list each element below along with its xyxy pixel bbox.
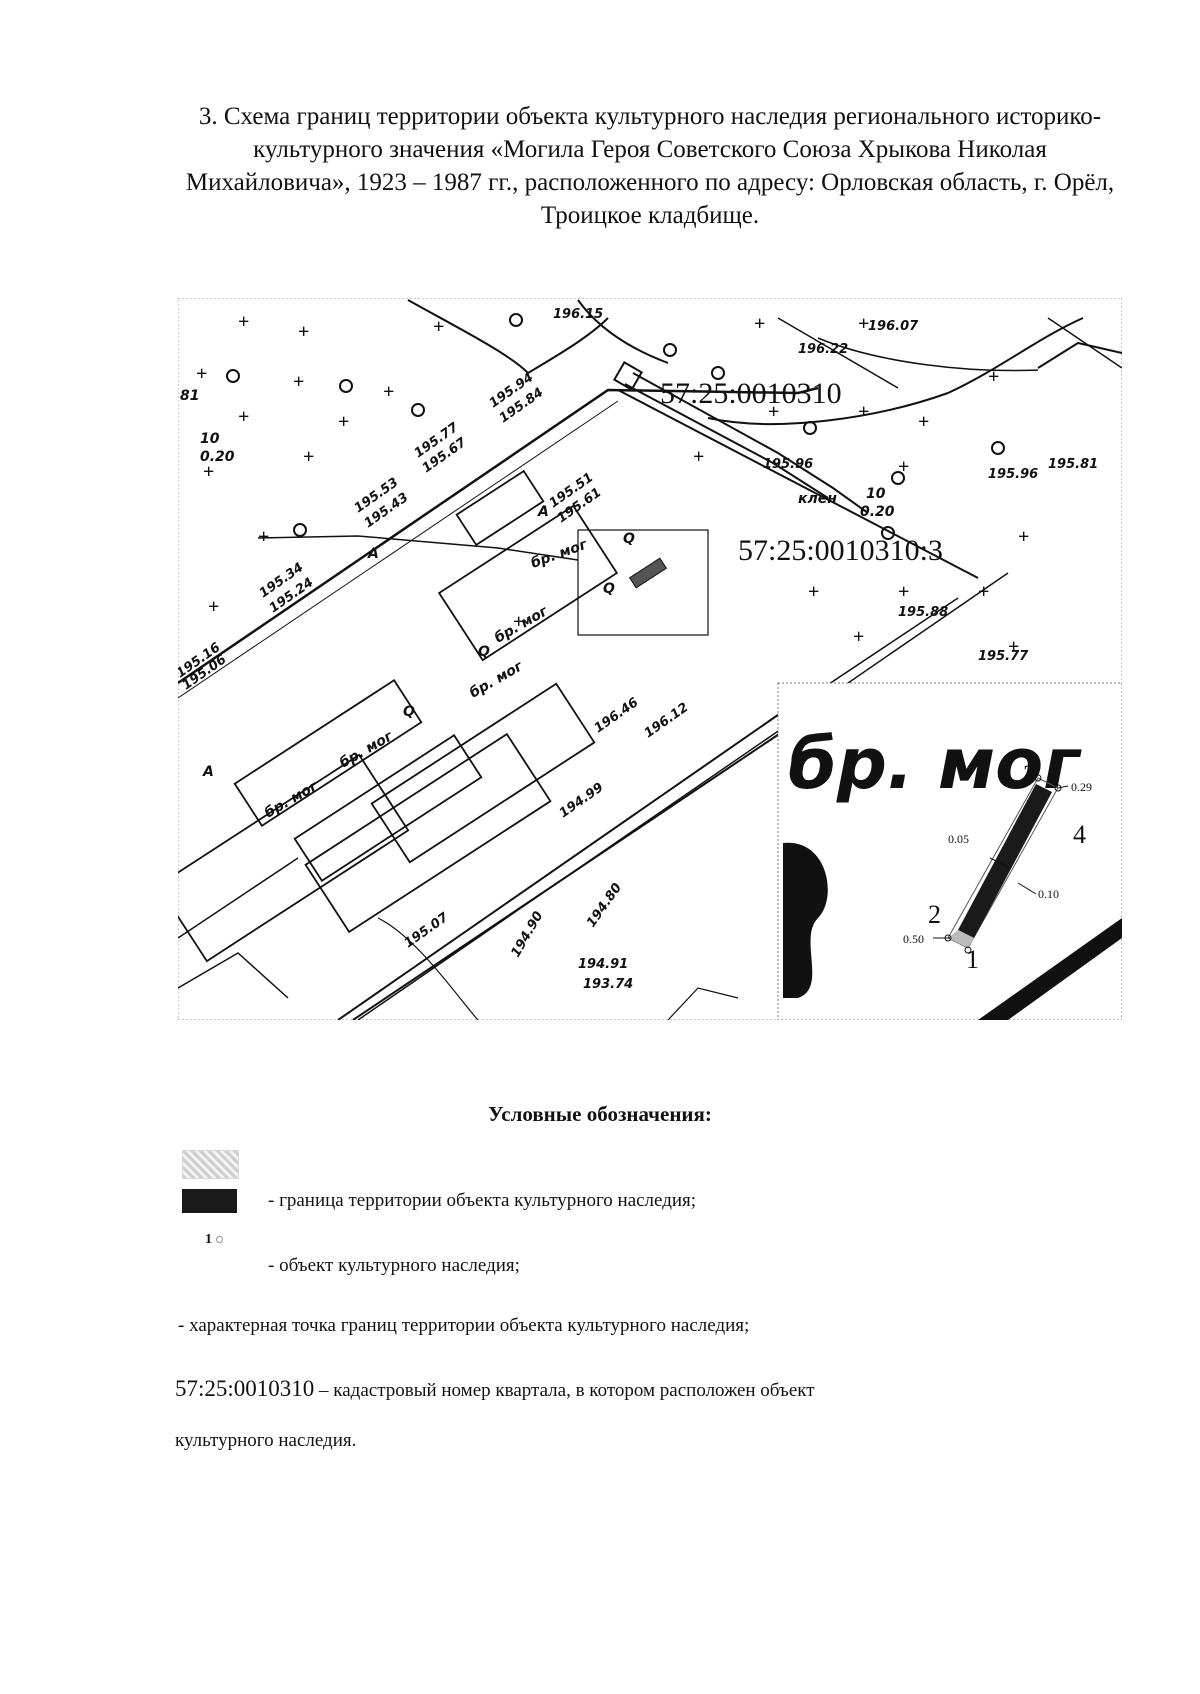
svg-text:+: + — [293, 371, 304, 393]
svg-text:+: + — [1008, 636, 1019, 658]
letter-label: А — [367, 546, 379, 562]
svg-text:+: + — [338, 411, 349, 433]
legend-cadastral: 57:25:0010310 – кадастровый номер кварта… — [175, 1376, 815, 1401]
cadastral-code: 57:25:0010310 — [175, 1376, 315, 1401]
letter-label: А — [537, 504, 549, 520]
dimension-label: 0.29 — [1071, 780, 1092, 794]
svg-text:+: + — [433, 316, 444, 338]
point-number: 1 — [966, 945, 979, 974]
legend-swatch-hatched — [182, 1150, 239, 1179]
svg-text:+: + — [196, 363, 207, 385]
legend-title: Условные обозначения: — [488, 1102, 712, 1126]
elev-label: 196.22 — [798, 342, 848, 357]
letter-label: Q — [623, 531, 635, 547]
svg-text:+: + — [853, 626, 864, 648]
svg-text:+: + — [978, 581, 989, 603]
dimension-label: 0.05 — [948, 832, 969, 846]
elev-label: 194.91 — [578, 957, 628, 972]
elev-label: 195.96 — [763, 457, 813, 472]
dimension-label: 0.10 — [1038, 887, 1059, 901]
tree-value: 10 — [866, 486, 886, 502]
svg-text:+: + — [808, 581, 819, 603]
point-number: 2 — [928, 900, 941, 929]
letter-label: Q — [478, 644, 490, 660]
svg-text:+: + — [208, 596, 219, 618]
svg-text:+: + — [1018, 526, 1029, 548]
svg-text:+: + — [858, 313, 869, 335]
cadastral-map: + + + + + + + + + + + + + + + + + + + + + + + + + + + 196… — [178, 298, 1122, 1020]
left-mark: 0.20 — [200, 449, 235, 465]
elev-label: 193.74 — [583, 977, 633, 992]
svg-text:+: + — [258, 526, 269, 548]
svg-text:+: + — [898, 456, 909, 478]
elev-label: 195.81 — [1048, 457, 1098, 472]
point-number: 4 — [1073, 820, 1086, 849]
elev-label: 196.07 — [868, 319, 919, 334]
svg-text:+: + — [768, 401, 779, 423]
svg-text:+: + — [298, 321, 309, 343]
svg-text:+: + — [513, 611, 524, 633]
elev-label: 196.15 — [553, 307, 603, 322]
svg-text:+: + — [898, 581, 909, 603]
tree-value: 0.20 — [860, 504, 895, 520]
letter-label: А — [202, 764, 214, 780]
legend-object: - объект культурного наследия; — [268, 1255, 520, 1276]
legend-swatch-black — [182, 1189, 237, 1213]
detail-inset: бр. мог 1 2 3 4 0.29 0.05 0.10 0.50 — [777, 682, 1122, 1020]
svg-text:+: + — [988, 366, 999, 388]
svg-text:+: + — [383, 381, 394, 403]
svg-text:+: + — [303, 446, 314, 468]
left-mark: 10 — [200, 431, 220, 447]
page-title: 3. Схема границ территории объекта культ… — [185, 103, 1115, 229]
legend-cadastral-cont: культурного наследия. — [175, 1430, 357, 1451]
svg-text:+: + — [203, 461, 214, 483]
letter-label: Q — [603, 581, 615, 597]
point-dot-icon — [216, 1236, 223, 1244]
svg-text:+: + — [238, 311, 249, 333]
svg-text:+: + — [858, 401, 869, 423]
dimension-label: 0.50 — [903, 932, 924, 946]
svg-text:+: + — [918, 411, 929, 433]
svg-text:+: + — [238, 406, 249, 428]
parcel-label: 57:25:0010310:3 — [738, 534, 943, 567]
legend-char-point: - характерная точка границ территории об… — [178, 1315, 750, 1336]
elev-label: 195.88 — [898, 605, 948, 620]
quarter-label: 57:25:0010310 — [660, 377, 842, 410]
svg-text:+: + — [693, 446, 704, 468]
elev-label: 195.77 — [978, 649, 1029, 664]
letter-label: Q — [403, 704, 415, 720]
svg-text:+: + — [754, 313, 765, 335]
legend-boundary: - граница территории объекта культурного… — [268, 1190, 697, 1211]
left-mark: 81 — [180, 388, 199, 404]
point-number: 3 — [1023, 760, 1036, 789]
legend-point-marker: 1 — [205, 1232, 223, 1248]
elev-label: 195.96 — [988, 467, 1038, 482]
tree-label: клен — [798, 491, 837, 507]
